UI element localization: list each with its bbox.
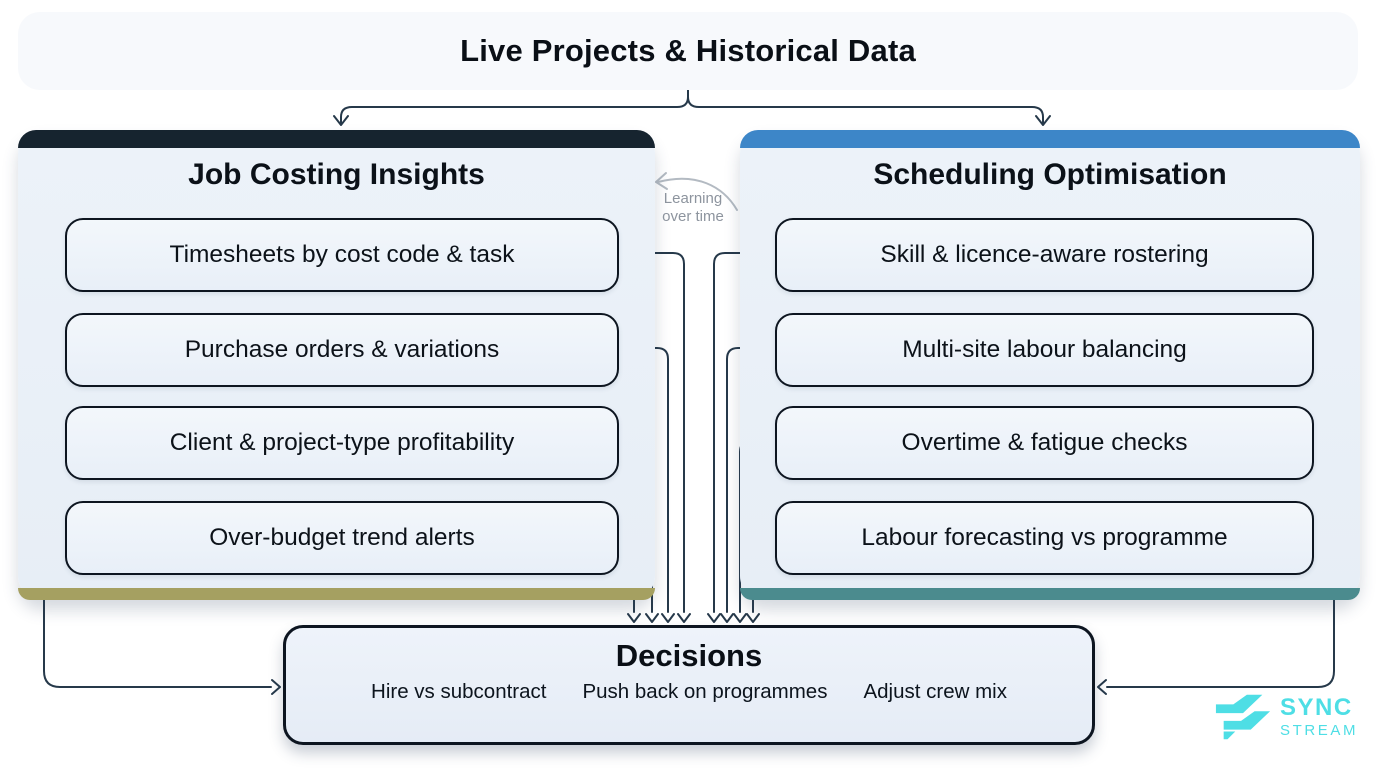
panel-job-costing-title: Job Costing Insights	[188, 158, 485, 191]
decisions-title: Decisions	[615, 638, 763, 673]
panel-scheduling-title: Scheduling Optimisation	[873, 158, 1227, 191]
decision-options: Hire vs subcontract Push back on program…	[286, 680, 1092, 704]
job-costing-item-profitability: Client & project-type profitability	[65, 406, 619, 480]
decision-option-adjust-crew-mix: Adjust crew mix	[863, 680, 1007, 703]
job-costing-item-timesheets: Timesheets by cost code & task	[65, 218, 619, 292]
top-split-connector	[333, 88, 1051, 126]
panel-job-costing-footer-bar	[18, 588, 655, 600]
scheduling-item-labour-forecasting: Labour forecasting vs programme	[775, 501, 1314, 575]
scheduling-item-rostering: Skill & licence-aware rostering	[775, 218, 1314, 292]
syncstream-logo-text: SYNC STREAM	[1280, 694, 1359, 739]
scheduling-item-labour-balancing: Multi-site labour balancing	[775, 313, 1314, 387]
title-bar: Live Projects & Historical Data	[18, 12, 1358, 90]
job-costing-item-purchase-orders: Purchase orders & variations	[65, 313, 619, 387]
panel-scheduling-footer-bar	[740, 588, 1360, 600]
scheduling-item-overtime-fatigue: Overtime & fatigue checks	[775, 406, 1314, 480]
page-title: Live Projects & Historical Data	[460, 33, 916, 68]
decision-option-hire-vs-subcontract: Hire vs subcontract	[371, 680, 547, 703]
logo-word-sync: SYNC	[1280, 694, 1353, 721]
learning-over-time-label: Learning over time	[662, 190, 724, 225]
logo-word-stream: STREAM	[1280, 722, 1359, 739]
syncstream-logo-icon	[1215, 694, 1271, 740]
decisions-box: Decisions Hire vs subcontract Push back …	[283, 625, 1095, 745]
decision-option-push-back: Push back on programmes	[582, 680, 828, 703]
panel-job-costing-accent-bar	[18, 130, 655, 148]
panel-scheduling-accent-bar	[740, 130, 1360, 148]
job-costing-item-overbudget-alerts: Over-budget trend alerts	[65, 501, 619, 575]
syncstream-logo: SYNC STREAM	[1214, 692, 1358, 742]
